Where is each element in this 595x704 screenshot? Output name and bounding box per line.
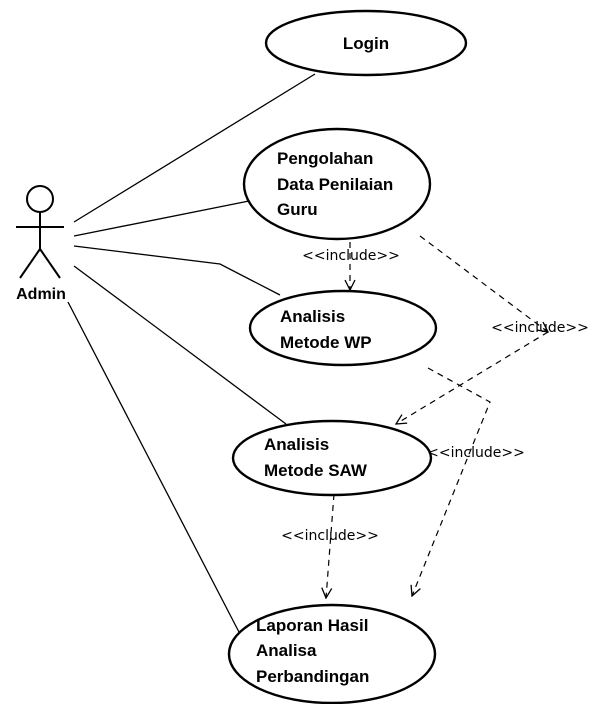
use-case-label-line: Analisa <box>256 641 317 660</box>
use-case-pengolahan-data-penilaian-guru[interactable]: Pengolahan Data Penilaian Guru <box>242 127 432 241</box>
use-case-label-line: Metode WP <box>280 333 372 352</box>
actor-head <box>26 185 54 213</box>
actor-left-leg <box>19 248 41 279</box>
include-arrow-saw <box>419 235 548 332</box>
association-laporan <box>67 301 241 635</box>
include-labels: <<include>> <<include>> <<include>> <<in… <box>281 248 589 544</box>
association-login <box>73 73 316 223</box>
association-pengolahan <box>73 199 255 237</box>
include-arrow-laporan <box>326 493 335 598</box>
use-case-label-line: Perbandingan <box>256 667 369 686</box>
actor-right-leg <box>39 248 61 279</box>
use-case-label-line: Pengolahan <box>277 149 373 168</box>
include-label: <<include>> <box>427 445 525 461</box>
actor-label: Admin <box>16 286 66 303</box>
use-case-label: Laporan Hasil Analisa Perbandingan <box>256 616 373 686</box>
include-arrow-saw-2 <box>396 331 549 424</box>
use-case-label: Login <box>343 34 389 53</box>
use-case-analisis-metode-saw[interactable]: Analisis Metode SAW <box>231 419 433 497</box>
use-case-label: Analisis Metode SAW <box>264 435 368 480</box>
include-label: <<include>> <box>302 248 400 264</box>
association-wp <box>73 245 281 296</box>
include-arrow-laporan-from-wp <box>412 367 491 596</box>
use-case-login[interactable]: Login <box>264 9 468 77</box>
association-saw <box>73 265 287 425</box>
use-case-label-line: Login <box>343 34 389 53</box>
use-case-analisis-metode-wp[interactable]: Analisis Metode WP <box>248 289 438 367</box>
use-case-label-line: Analisis <box>280 307 345 326</box>
use-case-label-line: Analisis <box>264 435 329 454</box>
use-case-ellipse <box>231 419 433 497</box>
actor-admin[interactable]: Admin <box>16 185 66 303</box>
use-case-ellipse <box>227 603 437 704</box>
associations <box>67 73 316 635</box>
use-case-ellipse <box>264 9 468 77</box>
include-label: <<include>> <box>281 528 379 544</box>
use-case-label-line: Data Penilaian <box>277 175 393 194</box>
use-case-label-line: Metode SAW <box>264 461 368 480</box>
use-case-laporan-hasil-analisa-perbandingan[interactable]: Laporan Hasil Analisa Perbandingan <box>227 603 437 704</box>
use-case-label: Pengolahan Data Penilaian Guru <box>277 149 398 219</box>
use-case-ellipse <box>248 289 438 367</box>
use-case-label-line: Guru <box>277 200 318 219</box>
include-dependencies <box>326 235 549 598</box>
use-case-label: Analisis Metode WP <box>280 307 372 352</box>
include-label: <<include>> <box>491 320 589 336</box>
use-case-ellipse <box>242 127 432 241</box>
use-case-label-line: Laporan Hasil <box>256 616 368 635</box>
